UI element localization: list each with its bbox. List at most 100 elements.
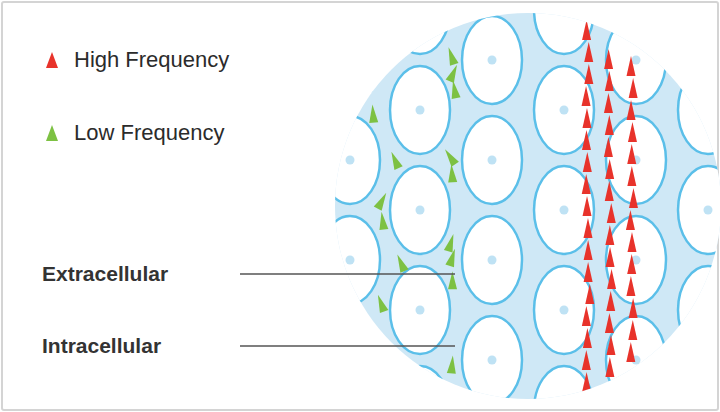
cell-nucleus — [346, 56, 355, 65]
high-frequency-marker — [606, 335, 615, 355]
cell-nucleus — [416, 106, 425, 115]
cell-membrane — [390, 366, 450, 412]
cell-membrane — [678, 266, 720, 354]
cell-nucleus — [488, 156, 497, 165]
tissue-view — [320, 0, 720, 412]
high-frequency-marker — [605, 181, 614, 201]
cell-membrane — [390, 166, 450, 254]
low-frequency-marker — [374, 191, 390, 211]
low-frequency-marker — [387, 150, 402, 170]
high-frequency-marker — [607, 269, 616, 289]
cell-membrane — [534, 166, 594, 254]
high-frequency-marker — [628, 320, 637, 340]
low-frequency-marker — [445, 247, 459, 267]
low-frequency-marker — [377, 211, 388, 230]
cell — [462, 316, 522, 404]
high-frequency-marker — [605, 159, 614, 179]
cell — [320, 216, 380, 304]
cell — [534, 0, 594, 54]
cell — [320, 16, 380, 104]
cell-nucleus — [560, 6, 569, 15]
part-label: Extracellular — [42, 262, 168, 285]
cell-nucleus — [560, 406, 569, 412]
cell-nucleus — [416, 406, 425, 412]
low-frequency-marker — [444, 46, 458, 66]
cell-nucleus — [704, 206, 713, 215]
cell — [678, 166, 720, 254]
low-frequency-marker — [393, 253, 408, 273]
high-frequency-marker — [629, 188, 638, 208]
low-frequency-marker — [446, 63, 461, 83]
cell-nucleus — [346, 356, 355, 365]
low-frequency-marker — [444, 233, 458, 253]
high-frequency-marker — [584, 42, 593, 62]
high-frequency-marker — [582, 130, 591, 150]
cell-nucleus — [416, 306, 425, 315]
cell-nucleus — [488, 356, 497, 365]
cell-membrane — [462, 316, 522, 404]
cell-membrane — [606, 216, 666, 304]
cell-membrane — [534, 0, 594, 54]
cell — [606, 316, 666, 404]
cell-membrane — [606, 116, 666, 204]
high-frequency-marker — [629, 298, 638, 318]
low-frequency-marker — [447, 355, 457, 374]
extracellular-fluid — [330, 0, 720, 412]
high-frequency-marker — [582, 174, 591, 194]
cell-membrane — [678, 0, 720, 54]
cell-membrane — [534, 66, 594, 154]
high-frequency-marker — [604, 49, 613, 69]
cell-nucleus — [632, 56, 641, 65]
cell-membrane — [320, 116, 380, 204]
high-frequency-marker — [582, 306, 591, 326]
high-frequency-marker — [584, 64, 593, 84]
leader-line — [240, 273, 455, 274]
cell — [606, 16, 666, 104]
cell — [534, 66, 594, 154]
high-frequency-paths — [582, 20, 638, 392]
cell-membrane — [390, 0, 450, 54]
high-frequency-marker — [583, 218, 592, 238]
high-frequency-marker — [606, 247, 615, 267]
cell-membrane — [462, 216, 522, 304]
cell — [678, 0, 720, 54]
low-frequency-marker — [441, 147, 459, 167]
cell — [534, 366, 594, 412]
cell-membrane — [534, 366, 594, 412]
cell — [606, 216, 666, 304]
high-frequency-marker — [606, 291, 615, 311]
high-frequency-marker — [604, 93, 613, 113]
cell-membrane — [390, 66, 450, 154]
high-frequency-marker — [583, 152, 592, 172]
high-frequency-marker — [582, 372, 591, 392]
cell — [390, 166, 450, 254]
cell-nucleus — [346, 256, 355, 265]
cell-nucleus — [346, 156, 355, 165]
cell-membrane — [320, 316, 380, 404]
cell-nucleus — [488, 256, 497, 265]
legend-swatch — [45, 124, 59, 142]
legend-text: High Frequency — [74, 48, 229, 72]
high-frequency-marker — [605, 225, 614, 245]
cell — [462, 16, 522, 104]
high-frequency-marker — [583, 196, 592, 216]
low-frequency-marker — [368, 104, 378, 123]
high-frequency-marker — [605, 71, 614, 91]
cell — [606, 116, 666, 204]
cell — [462, 116, 522, 204]
cell-membrane — [462, 116, 522, 204]
cell-nucleus — [704, 306, 713, 315]
cell-membrane — [320, 0, 380, 4]
cell — [678, 66, 720, 154]
high-frequency-marker — [628, 122, 637, 142]
cell — [390, 366, 450, 412]
cell-membrane — [606, 16, 666, 104]
cell — [678, 266, 720, 354]
high-frequency-marker — [607, 203, 616, 223]
high-frequency-marker — [582, 350, 591, 370]
high-frequency-marker — [582, 86, 591, 106]
high-frequency-marker — [626, 342, 635, 362]
cell — [462, 0, 522, 4]
high-frequency-marker — [604, 137, 613, 157]
cell — [606, 0, 666, 4]
